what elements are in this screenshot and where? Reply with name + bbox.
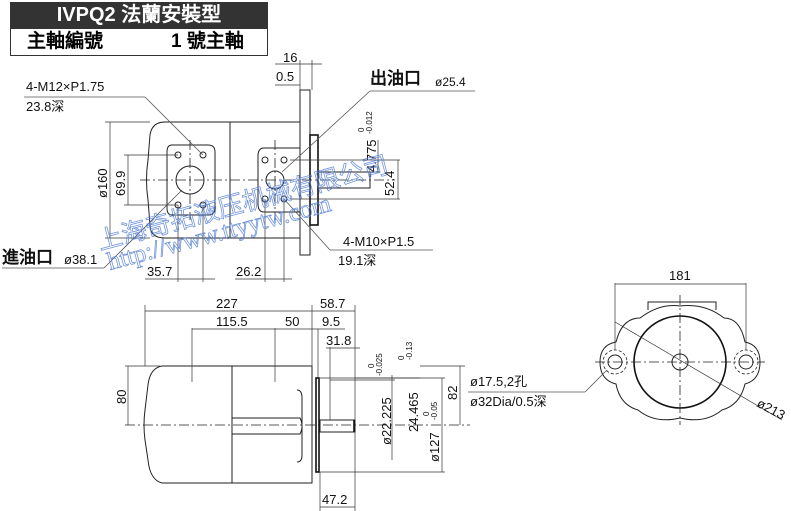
dim-31-8: 31.8 — [326, 333, 351, 348]
dim-16: 16 — [283, 50, 297, 65]
inlet-thread-spec: 4-M12×P1.75 — [26, 79, 104, 94]
svg-text:-0.05: -0.05 — [430, 401, 439, 420]
inlet-flange — [166, 144, 216, 216]
shaft-number-value: 1 號主軸 — [171, 31, 244, 52]
dim-9-5: 9.5 — [322, 314, 340, 329]
svg-text:0: 0 — [357, 127, 366, 132]
front-view: ø160 69.9 16 0.5 4.775 0 -0.012 52.4 35.… — [2, 50, 475, 282]
dim-69-9: 69.9 — [113, 171, 128, 196]
dim-213: ø213 — [755, 395, 788, 422]
dim-35-7: 35.7 — [147, 264, 172, 279]
dim-22-225: ø22.225 — [379, 397, 394, 445]
shaft-number-row: 主軸編號 1 號主軸 — [10, 28, 268, 56]
svg-text:0: 0 — [422, 411, 431, 416]
hole-note-1: ø17.5,2孔 — [470, 374, 527, 389]
hole-note-2: ø32Dia/0.5深 — [470, 394, 547, 409]
inlet-size: ø38.1 — [64, 252, 97, 267]
dim-115-5: 115.5 — [216, 314, 248, 329]
dim-181: 181 — [669, 268, 691, 283]
dim-0-5: 0.5 — [276, 69, 294, 84]
svg-text:0: 0 — [367, 363, 376, 368]
side-view: 227 58.7 115.5 50 9.5 31.8 80 ø22.225 0 … — [114, 296, 470, 511]
inlet-thread-depth: 23.8深 — [26, 99, 64, 114]
dim-127: ø127 — [427, 432, 442, 462]
inlet-label: 進油口 — [2, 247, 53, 267]
dim-58-7: 58.7 — [320, 296, 345, 311]
outlet-label: 出油口 — [370, 68, 421, 88]
dim-52-4: 52.4 — [382, 171, 397, 196]
outlet-thread-spec: 4-M10×P1.5 — [343, 234, 414, 249]
dim-24-465: 24.465 — [406, 392, 421, 432]
outlet-size: ø25.4 — [435, 75, 466, 89]
svg-text:-0.13: -0.13 — [405, 341, 414, 360]
shaft-number-label: 主軸編號 — [27, 31, 104, 52]
dim-26-2: 26.2 — [236, 264, 261, 279]
dim-4-775: 4.775 — [364, 139, 379, 172]
svg-text:-0.025: -0.025 — [375, 353, 384, 376]
svg-text:-0.012: -0.012 — [365, 111, 374, 134]
dim-47-2: 47.2 — [322, 492, 347, 507]
dim-227: 227 — [216, 296, 238, 311]
dim-80: 80 — [114, 390, 129, 404]
dim-82: 82 — [445, 386, 460, 400]
outlet-thread-depth: 19.1深 — [338, 253, 376, 268]
dim-160: ø160 — [95, 168, 110, 198]
dim-50: 50 — [285, 314, 299, 329]
outlet-flange — [257, 147, 301, 213]
end-view: 181 ø213 ø17.5,2孔 ø32Dia/0.5深 — [468, 268, 788, 425]
svg-text:0: 0 — [397, 355, 406, 360]
title-bar: IVPQ2 法蘭安裝型 — [10, 2, 268, 28]
